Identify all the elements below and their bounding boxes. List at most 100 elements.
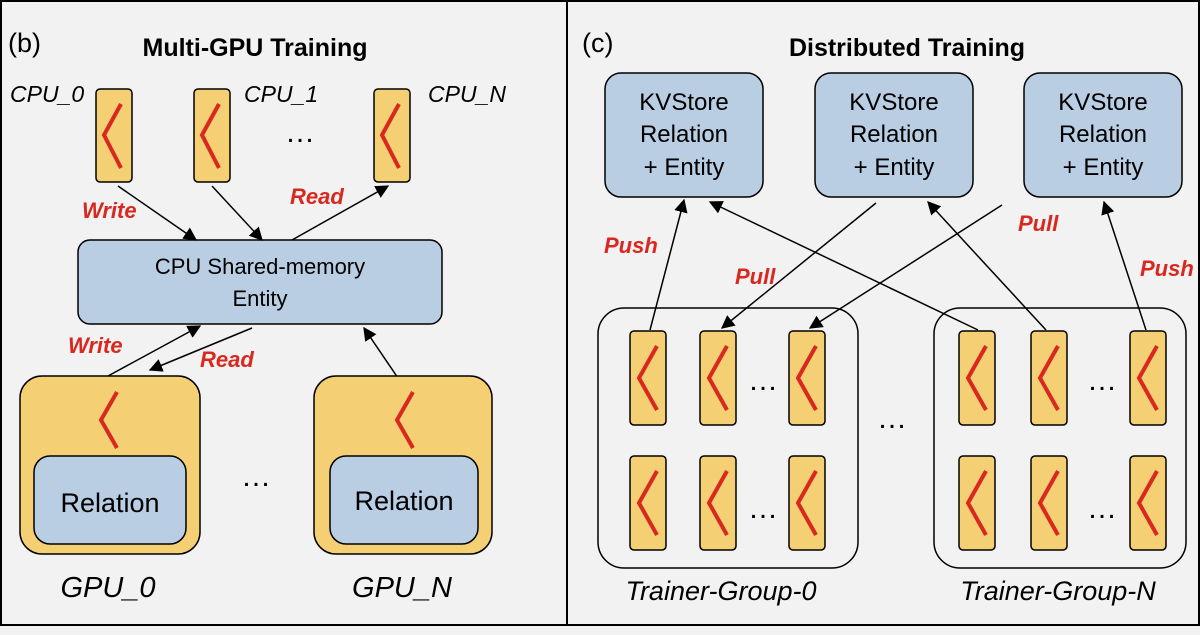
shared-memory-line2: Entity [232,286,287,311]
red-zigzag-icon [795,345,818,411]
worker [629,330,667,426]
pull-label-mid: Pull [735,264,776,289]
gpu-n-relation-box [329,455,479,545]
kvstore-box-3: KVStore Relation + Entity [1023,72,1183,198]
cpu-n-label: CPU_N [428,81,506,107]
gpu-n-caption: GPU_N [352,572,452,604]
cpu-worker-0 [95,88,133,183]
trainer-group-n-caption: Trainer-Group-N [960,576,1156,606]
shared-memory-line1: CPU Shared-memory [155,254,365,279]
worker [1129,455,1167,551]
kvstore-1-line3: + Entity [644,154,725,181]
panel-b-label: (b) [8,28,41,58]
push-arrow-group0 [649,198,688,331]
arrow-cpu0-to-shared [117,185,198,241]
trainer-group-0-workers: … … [629,330,826,551]
worker [699,330,737,426]
kvstore-box-1: KVStore Relation + Entity [604,72,764,198]
panel-c-label: (c) [582,28,613,58]
cpu-ellipsis: … [285,116,315,149]
red-zigzag-icon [965,345,988,411]
push-label-left: Push [604,233,658,258]
read-label-top: Read [290,184,344,209]
cpu-shared-memory-box: CPU Shared-memory Entity [77,239,443,325]
worker [629,455,667,551]
trainer-group-n-workers: … … [958,330,1167,551]
kvstore-1-line1: KVStore [639,89,728,116]
push-arrow-groupn-to-kv2 [927,201,1047,331]
trainer-group-0-caption: Trainer-Group-0 [625,576,816,606]
arrow-gpu0-to-shared [107,325,202,377]
red-zigzag-icon [706,470,729,536]
gpu-n-relation-label: Relation [354,486,453,516]
worker [958,330,996,426]
cpu-worker-n [373,88,411,183]
gpu-0-caption: GPU_0 [60,572,155,604]
gpu-n-block: Relation [313,375,493,555]
panel-b-title: Multi-GPU Training [143,34,368,62]
write-label-top: Write [82,198,137,223]
red-zigzag-icon [101,103,123,169]
read-label-bottom: Read [200,347,254,372]
red-zigzag-icon [1037,470,1060,536]
kvstore-3-line3: + Entity [1063,154,1144,181]
arrow-gpun-to-shared [363,326,399,379]
pull-arrow-to-group0-a [720,202,877,329]
red-zigzag-icon [98,391,119,449]
red-zigzag-icon [394,391,415,449]
kvstore-2-line1: KVStore [849,89,938,116]
worker [1129,330,1167,426]
kvstore-2-line2: Relation [850,121,938,148]
red-zigzag-icon [1037,345,1060,411]
arrow-shared-to-gpu0 [148,327,253,372]
red-zigzag-icon [199,103,221,169]
worker [699,455,737,551]
panel-b: (b) Multi-GPU Training CPU_0 CPU_1 CPU_N… [8,28,506,604]
red-zigzag-icon [636,470,659,536]
push-label-right: Push [1140,256,1194,281]
row-ellipsis: … [748,364,778,397]
kvstore-2-line3: + Entity [854,154,935,181]
row-ellipsis: … [748,492,778,525]
red-zigzag-icon [636,345,659,411]
red-zigzag-icon [379,103,401,169]
worker [958,455,996,551]
cpu-1-label: CPU_1 [244,81,318,107]
gpu-0-block: Relation [19,375,201,555]
cpu-worker-1 [193,88,231,183]
kvstore-box-2: KVStore Relation + Entity [814,72,974,198]
red-zigzag-icon [1136,470,1159,536]
red-zigzag-icon [1136,345,1159,411]
worker [1030,455,1068,551]
gpu-0-relation-box [33,455,187,545]
red-zigzag-icon [795,470,818,536]
worker [788,330,826,426]
trainer-group-n-frame [933,307,1187,569]
pull-arrow-to-group0-b [808,204,1003,329]
kvstore-3-line2: Relation [1059,121,1147,148]
group-ellipsis: … [877,402,907,435]
kvstore-3-line1: KVStore [1058,89,1147,116]
write-label-bottom: Write [68,333,123,358]
worker [788,455,826,551]
kvstore-1-line2: Relation [640,121,728,148]
push-arrow-groupn-to-kv3 [1101,200,1147,331]
arrow-cpu1-to-shared [211,185,263,241]
row-ellipsis: … [1087,364,1117,397]
cpu-0-label: CPU_0 [10,81,84,107]
pull-label-right: Pull [1018,211,1059,236]
red-zigzag-icon [706,345,729,411]
row-ellipsis: … [1087,492,1117,525]
gpu-ellipsis: … [241,460,271,493]
gpu-0-relation-label: Relation [60,488,159,518]
panel-c: (c) Distributed Training KVStore Relatio… [582,28,1194,606]
arrow-shared-to-cpun [291,185,390,241]
worker [1030,330,1068,426]
red-zigzag-icon [965,470,988,536]
trainer-group-0-frame [597,307,859,569]
panel-c-title: Distributed Training [789,34,1025,62]
push-arrow-groupn-to-kv1 [708,201,979,331]
